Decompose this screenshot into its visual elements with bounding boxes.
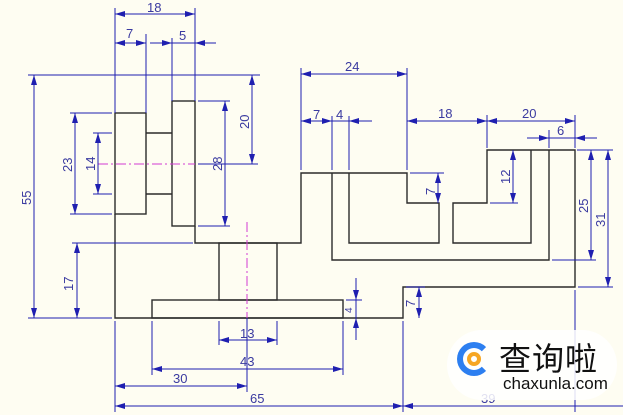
dim-20-mid: 20 xyxy=(237,115,252,129)
dim-7-channel: 7 xyxy=(313,107,320,122)
part-outline xyxy=(114,100,576,319)
watermark-brand: 查询啦 xyxy=(499,340,599,378)
dimension-lines xyxy=(28,8,623,412)
dim-14: 14 xyxy=(83,157,98,171)
dim-7-top: 7 xyxy=(126,26,133,41)
watermark-url: chaxunla.com xyxy=(503,374,608,393)
magnifier-icon xyxy=(467,352,481,366)
dim-18-top: 18 xyxy=(147,0,161,15)
dim-4-channel: 4 xyxy=(336,107,343,122)
dim-28: 28 xyxy=(210,157,225,171)
dim-31: 31 xyxy=(593,213,608,227)
dim-20-right: 20 xyxy=(522,106,536,121)
channel-outline xyxy=(194,172,440,244)
dim-5-top: 5 xyxy=(179,28,186,43)
stem xyxy=(218,242,278,301)
left-small-block xyxy=(114,112,147,215)
dim-13: 13 xyxy=(240,326,254,341)
search-logo-icon xyxy=(457,342,491,376)
dim-7-step: 7 xyxy=(423,188,438,195)
dimension-labels: 18 7 5 55 23 14 17 20 28 24 7 4 18 20 6 … xyxy=(19,0,608,406)
main-outline xyxy=(114,149,576,319)
dim-25: 25 xyxy=(576,199,591,213)
dim-7-base: 7 xyxy=(403,300,418,307)
dim-43: 43 xyxy=(240,354,254,369)
inner-outline xyxy=(331,150,550,261)
dim-18-right: 18 xyxy=(438,106,452,121)
dim-12: 12 xyxy=(498,170,513,184)
dim-4-base: 4 xyxy=(344,307,355,313)
arrowheads xyxy=(31,11,611,409)
dim-65: 65 xyxy=(250,391,264,406)
watermark: 查询啦 chaxunla.com xyxy=(447,330,617,400)
dim-23: 23 xyxy=(60,158,75,172)
dim-17: 17 xyxy=(61,277,76,291)
dim-24: 24 xyxy=(345,59,359,74)
dim-6: 6 xyxy=(557,123,564,138)
dim-30: 30 xyxy=(173,371,187,386)
dim-55: 55 xyxy=(19,191,34,205)
